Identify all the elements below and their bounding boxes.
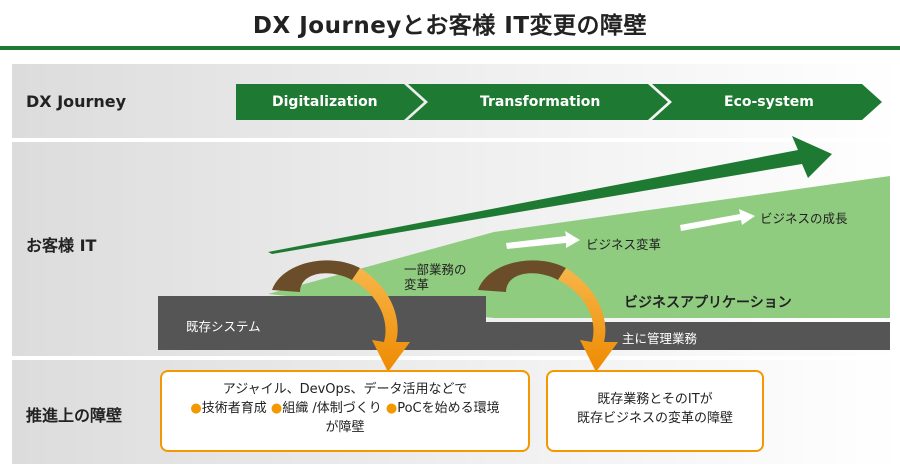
row-label-barrier: 推進上の障壁 <box>26 406 123 425</box>
barrier-box-left: アジャイル、DevOps、データ活用などで ●技術者育成 ●組織 /体制づくり … <box>160 370 530 452</box>
existing-system-label: 既存システム <box>186 319 261 334</box>
business-growth-arrow <box>680 209 755 231</box>
barrier-right-line1: 既存業務とそのITが <box>597 392 713 407</box>
barrier-right-line2: 既存ビジネスの変革の障壁 <box>576 411 733 426</box>
phase-label-digitalization: Digitalization <box>272 94 378 110</box>
phase-chevron-digitalization <box>236 84 424 120</box>
partial-change-label-line1: 一部業務の <box>404 262 467 277</box>
business-transform-arrow <box>506 231 580 249</box>
bullet-icon: ● <box>385 401 398 416</box>
partial-change-label-line2: 変革 <box>404 277 430 292</box>
barrier-left-item2: 組織 /体制づくり <box>282 401 382 416</box>
page-title: DX Journeyとお客様 IT変更の障壁 <box>252 13 648 39</box>
phase-label-eco-system: Eco-system <box>724 94 814 110</box>
title-underline <box>0 46 900 50</box>
business-app-area <box>268 176 890 318</box>
transition-arrow-right-head <box>558 268 618 372</box>
business-growth-label: ビジネスの成長 <box>760 211 848 226</box>
bullet-icon: ● <box>190 401 202 416</box>
barrier-left-items: ●技術者育成 ●組織 /体制づくり ●PoCを始める環境 <box>162 399 528 418</box>
bullet-icon: ● <box>270 401 283 416</box>
row-label-journey: DX Journey <box>26 92 127 111</box>
transition-arrow-left-head <box>352 268 410 372</box>
business-transform-label: ビジネス変革 <box>586 237 662 252</box>
phase-label-transformation: Transformation <box>480 94 601 110</box>
barrier-left-item1: 技術者育成 <box>201 401 267 416</box>
barrier-left-line1: アジャイル、DevOps、データ活用などで <box>222 382 468 397</box>
transition-arrow-right-tail <box>478 260 566 292</box>
barrier-left-line3: が障壁 <box>325 420 365 435</box>
existing-system-layer <box>158 296 890 350</box>
barrier-box-right: 既存業務とそのITが 既存ビジネスの変革の障壁 <box>546 370 764 452</box>
growth-arrow <box>268 136 832 254</box>
core-business-label: 主に管理業務 <box>622 331 698 346</box>
phase-chevron-transformation <box>408 84 668 120</box>
row-label-it: お客様 IT <box>26 236 97 255</box>
barrier-left-item3: PoCを始める環境 <box>397 401 500 416</box>
transition-arrow-left-tail <box>272 260 360 292</box>
phase-chevron-eco-system <box>652 84 882 120</box>
business-app-label: ビジネスアプリケーション <box>624 295 792 311</box>
